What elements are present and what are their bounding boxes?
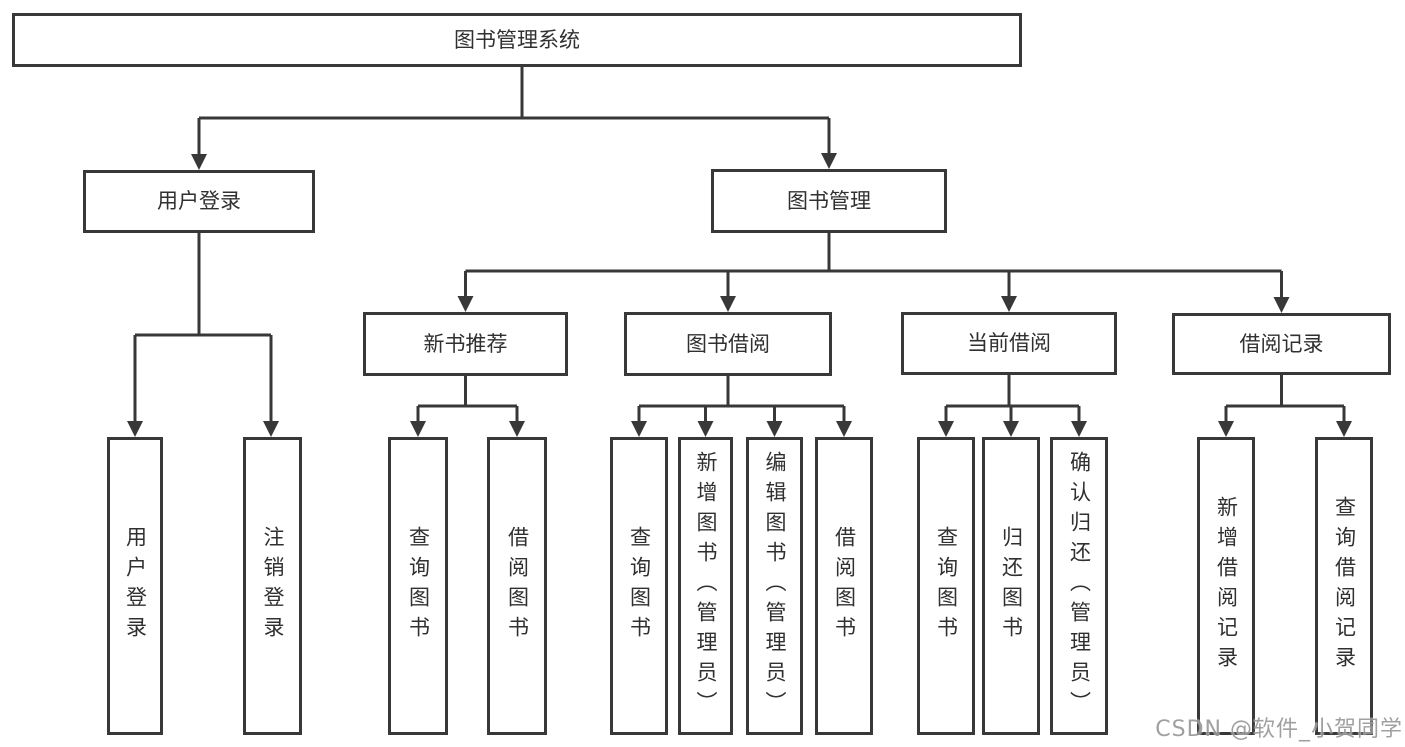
arrow-down-icon <box>509 421 525 437</box>
arrow-down-icon <box>263 421 279 437</box>
leaf-query-book-recommend: 查询图书 <box>388 437 448 735</box>
arrow-down-icon <box>127 421 143 437</box>
arrow-down-icon <box>1003 421 1019 437</box>
arrow-down-icon <box>1336 421 1352 437</box>
node-book-borrow: 图书借阅 <box>624 312 832 376</box>
connector-user-login <box>133 233 273 424</box>
node-borrow-records: 借阅记录 <box>1172 313 1391 375</box>
arrow-down-icon <box>631 421 647 437</box>
arrow-down-icon <box>1218 421 1234 437</box>
leaf-user-login: 用户登录 <box>107 437 163 735</box>
arrow-down-icon <box>1273 297 1290 313</box>
arrow-down-icon <box>697 421 714 437</box>
connector-new-book-recommend <box>416 376 519 425</box>
csdn-watermark: CSDN @软件_小贺同学 <box>1155 717 1403 742</box>
leaf-add-borrow-record: 新增借阅记录 <box>1197 437 1255 735</box>
arrow-down-icon <box>720 296 736 312</box>
leaf-return-book: 归还图书 <box>982 437 1040 735</box>
node-book-management: 图书管理 <box>711 169 947 233</box>
leaf-query-book-current: 查询图书 <box>917 437 975 735</box>
arrow-down-icon <box>1001 296 1017 312</box>
arrow-down-icon <box>410 421 426 437</box>
leaf-add-book-admin: 新增图书（管理员） <box>678 437 733 735</box>
leaf-borrow-book: 借阅图书 <box>815 437 873 735</box>
node-user-login: 用户登录 <box>83 170 315 233</box>
leaf-borrow-book-recommend: 借阅图书 <box>487 437 547 735</box>
connector-current-borrow <box>944 375 1081 425</box>
node-new-book-recommend: 新书推荐 <box>363 312 568 376</box>
arrow-down-icon <box>457 296 474 312</box>
arrow-down-icon <box>938 421 954 437</box>
connector-book-borrow <box>637 376 846 425</box>
leaf-query-borrow-record: 查询借阅记录 <box>1315 437 1373 735</box>
connector-book-management <box>464 233 1283 301</box>
connector-root <box>197 67 831 157</box>
leaf-edit-book-admin: 编辑图书（管理员） <box>746 437 803 735</box>
leaf-confirm-return-admin: 确认归还（管理员） <box>1050 437 1108 735</box>
leaf-logout: 注销登录 <box>243 437 302 735</box>
node-library-management-system: 图书管理系统 <box>12 13 1022 67</box>
arrow-down-icon <box>191 154 207 170</box>
arrow-down-icon <box>836 421 852 437</box>
connector-borrow-records <box>1224 375 1346 425</box>
node-current-borrow: 当前借阅 <box>901 312 1117 375</box>
arrowhead-icons <box>127 153 1352 437</box>
leaf-query-book-borrow: 查询图书 <box>610 437 668 735</box>
arrow-down-icon <box>766 421 783 437</box>
arrow-down-icon <box>1071 421 1087 437</box>
arrow-down-icon <box>821 153 837 169</box>
